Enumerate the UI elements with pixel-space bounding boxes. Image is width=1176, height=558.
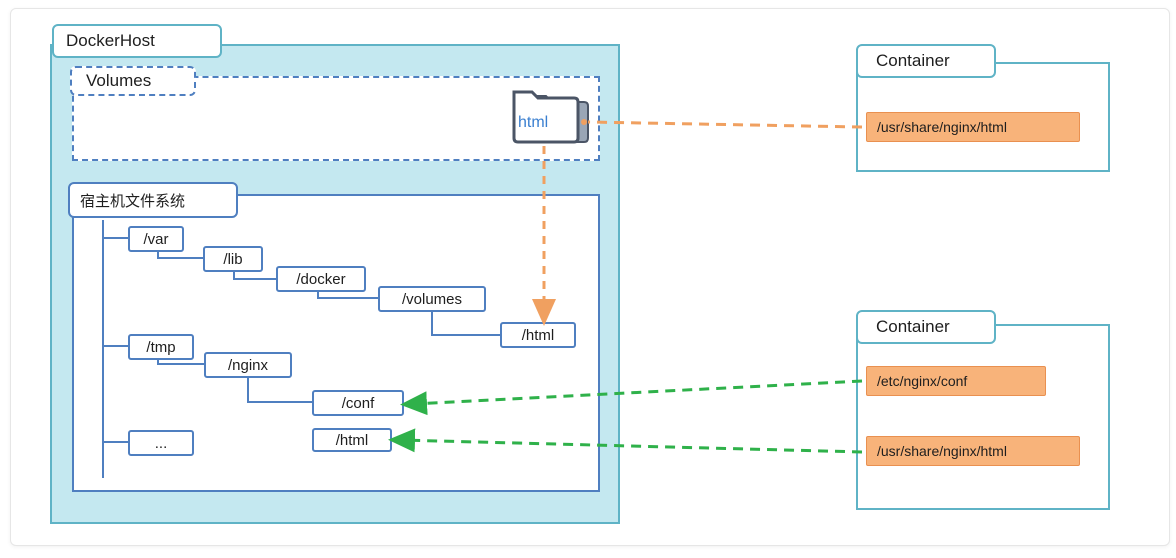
node-html-volume: /html <box>500 322 576 348</box>
folder-icon <box>512 90 589 144</box>
container-1-label: Container <box>856 44 996 78</box>
node-var: /var <box>128 226 184 252</box>
node-conf: /conf <box>312 390 404 416</box>
node-tmp: /tmp <box>128 334 194 360</box>
arrow-conf-mount <box>400 379 863 416</box>
container-2-box <box>856 324 1110 510</box>
node-nginx: /nginx <box>204 352 292 378</box>
arrow-volume-to-container-1 <box>587 120 863 129</box>
container-2-path-html: /usr/share/nginx/html <box>866 436 1080 466</box>
volumes-label: Volumes <box>70 66 196 96</box>
host-fs-label: 宿主机文件系统 <box>68 182 238 218</box>
node-ellipsis: ... <box>128 430 194 456</box>
docker-host-label: DockerHost <box>52 24 222 58</box>
folder-label: html <box>518 114 549 131</box>
arrow-volume-dot <box>581 119 587 125</box>
node-lib: /lib <box>203 246 263 272</box>
container-2-path-conf: /etc/nginx/conf <box>866 366 1046 396</box>
node-volumes: /volumes <box>378 286 486 312</box>
node-html-tmp: /html <box>312 428 392 452</box>
container-1-path: /usr/share/nginx/html <box>866 112 1080 142</box>
arrow-html-mount <box>388 428 863 454</box>
node-docker: /docker <box>276 266 366 292</box>
container-2-label: Container <box>856 310 996 344</box>
